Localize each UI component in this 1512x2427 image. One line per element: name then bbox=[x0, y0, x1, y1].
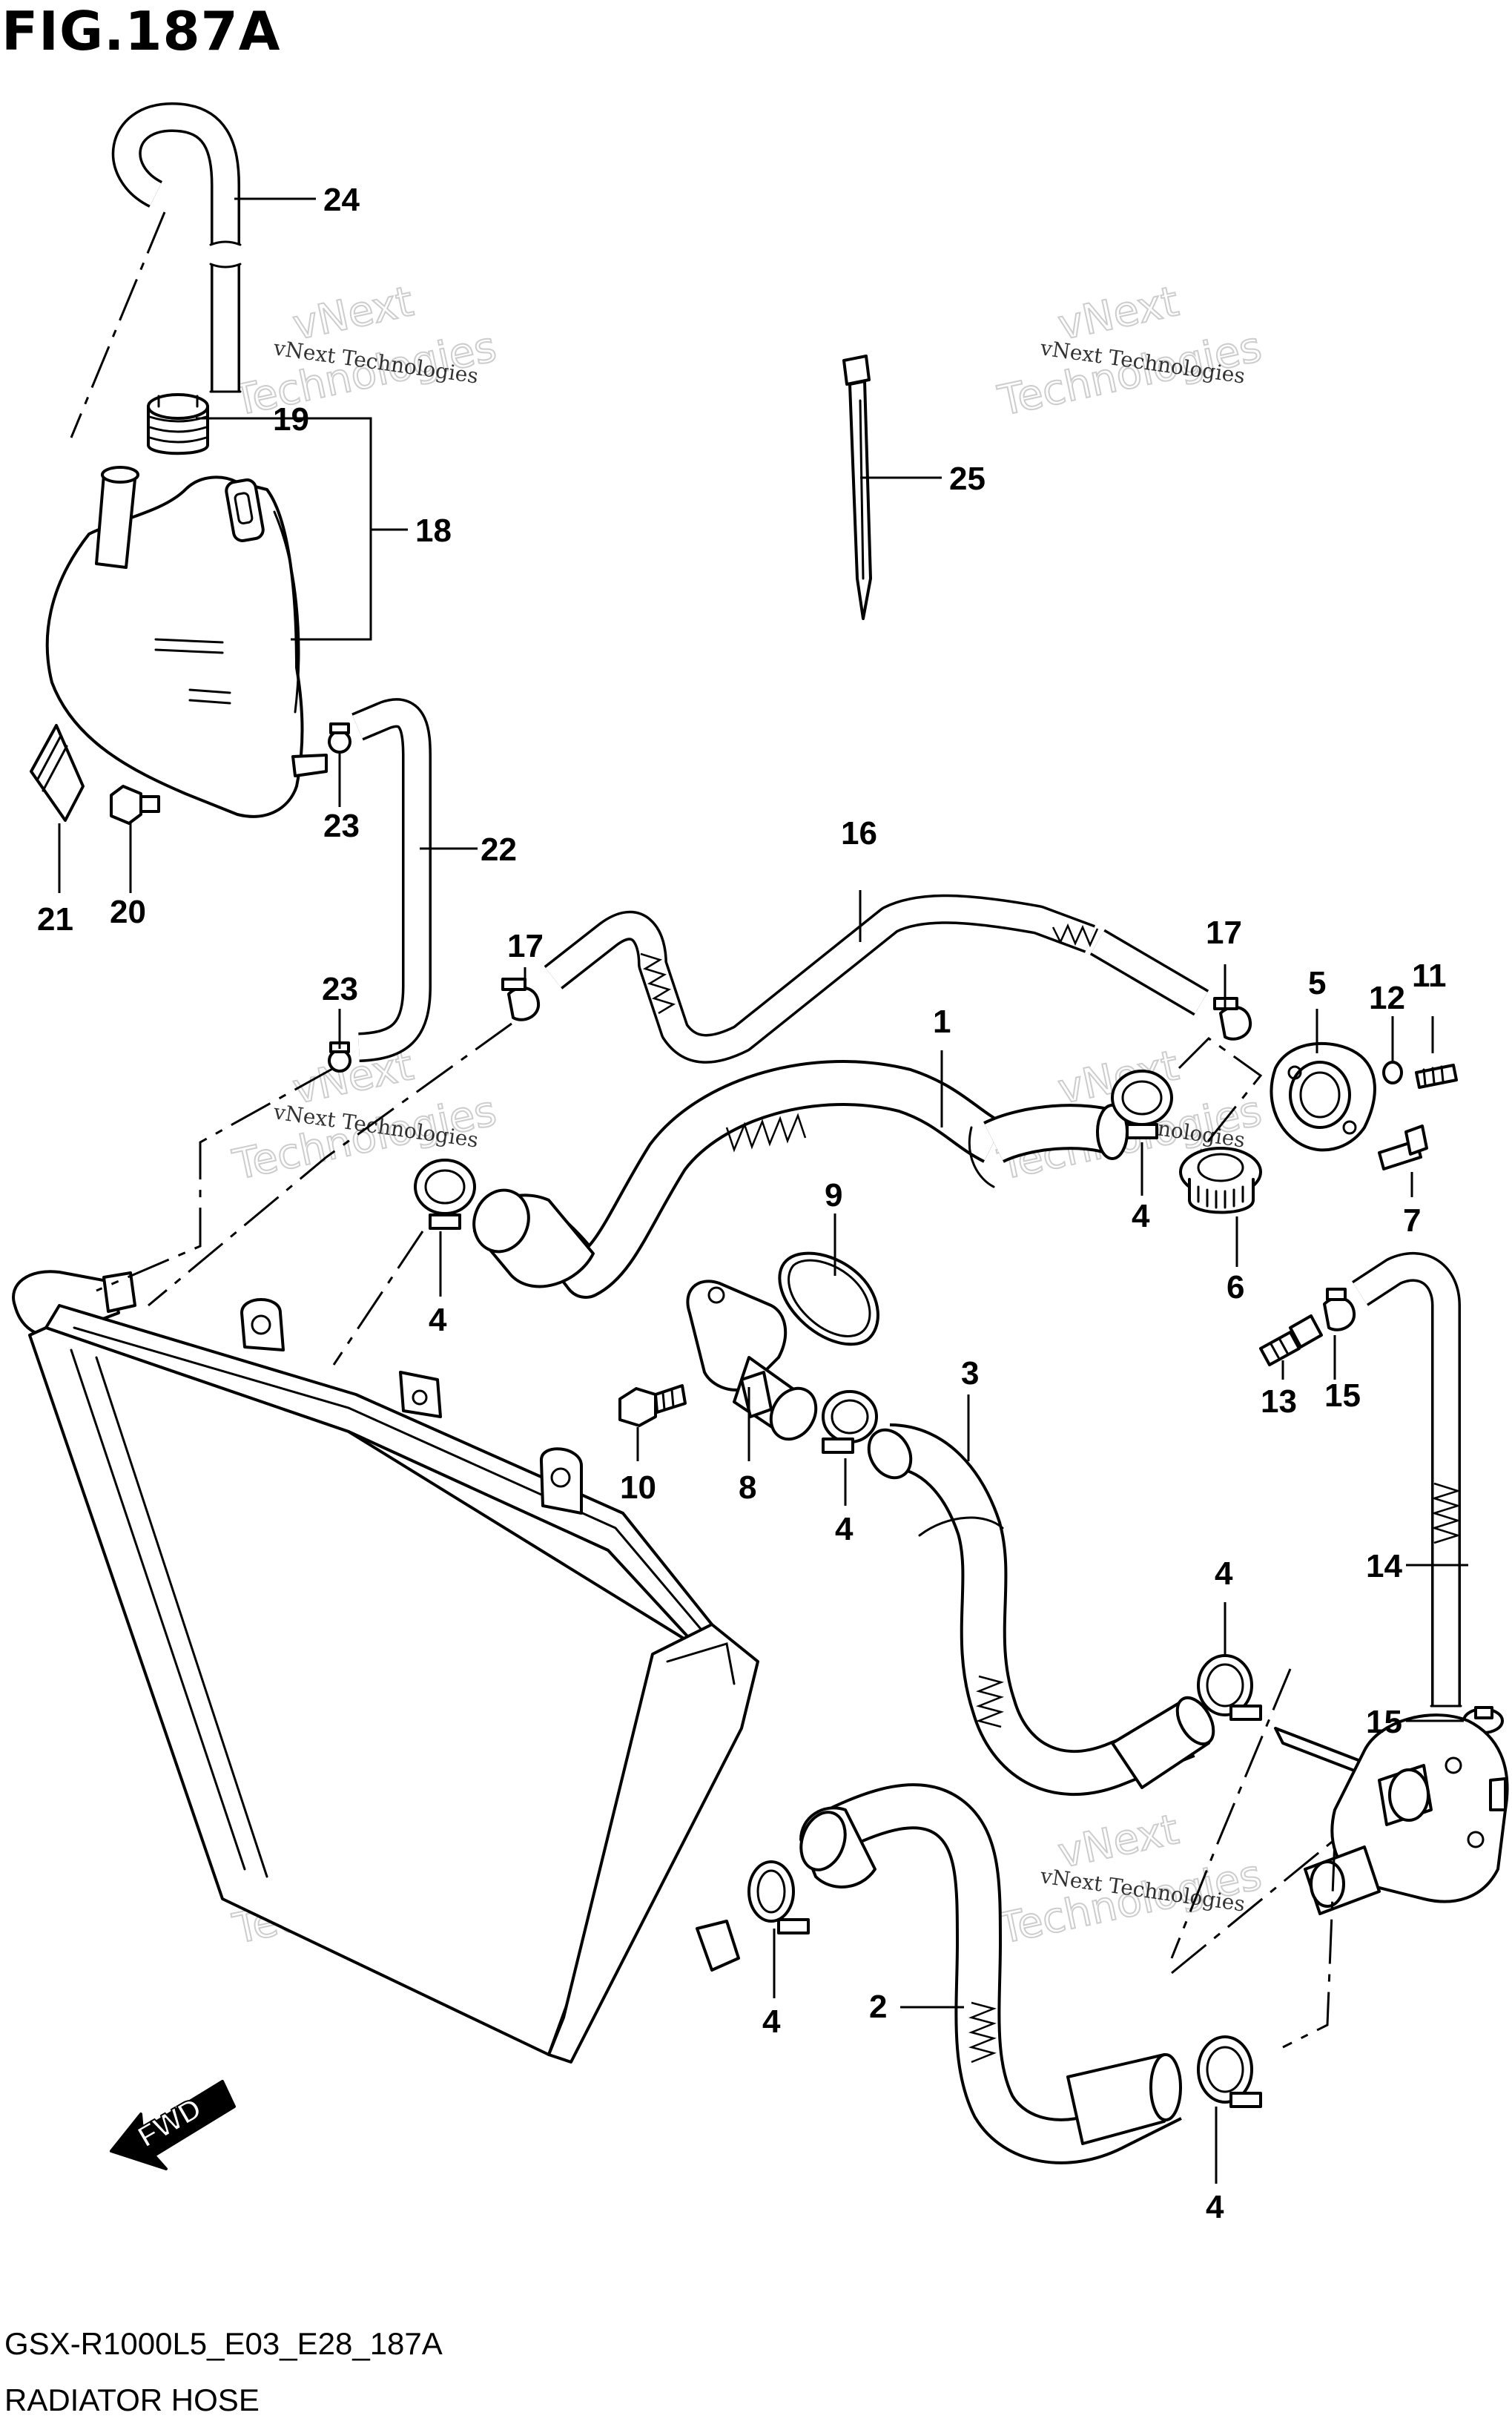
o-ring-9 bbox=[778, 1251, 879, 1346]
leader-lines bbox=[58, 197, 1468, 2184]
hose-clamp-4-b bbox=[1111, 1070, 1173, 1139]
callout-15-upper: 15 bbox=[1324, 1377, 1361, 1414]
thermostat-6 bbox=[1179, 1147, 1262, 1214]
callout-18: 18 bbox=[415, 513, 452, 549]
callout-14: 14 bbox=[1366, 1548, 1402, 1584]
hose-clamp-4-d bbox=[1197, 1654, 1262, 1721]
hose-clamp-4-e bbox=[747, 1860, 810, 1934]
bolt-7 bbox=[1378, 1124, 1428, 1170]
figure-name: RADIATOR HOSE bbox=[4, 2382, 260, 2417]
figure-code: GSX-R1000L5_E03_E28_187A bbox=[4, 2326, 443, 2361]
callout-21: 21 bbox=[37, 901, 73, 938]
hose-clamp-4-c bbox=[822, 1390, 878, 1454]
callout-12: 12 bbox=[1369, 980, 1405, 1016]
callout-4-f: 4 bbox=[1206, 2189, 1224, 2225]
assembly-lines bbox=[96, 1022, 1336, 2049]
watermark-top-left: vNext Technologies vNext Technologies bbox=[228, 277, 501, 427]
watermark-top-right: vNext Technologies vNext Technologies bbox=[993, 277, 1266, 427]
callout-15-lower: 15 bbox=[1366, 1704, 1402, 1740]
watermark-vnext: vNext bbox=[288, 277, 417, 350]
callout-24: 24 bbox=[323, 182, 360, 218]
cable-tie-25 bbox=[842, 355, 872, 620]
callout-9: 9 bbox=[825, 1177, 842, 1214]
callout-4-d: 4 bbox=[1215, 1555, 1233, 1592]
water-pump-housing bbox=[1274, 1713, 1509, 1915]
radiator bbox=[12, 1270, 759, 2064]
bolt-13 bbox=[1259, 1314, 1323, 1366]
thermostat-cover-5 bbox=[1270, 1041, 1376, 1152]
callout-17-right: 17 bbox=[1206, 915, 1242, 951]
label-plate-21 bbox=[30, 724, 85, 822]
bolt-20 bbox=[110, 785, 160, 825]
bolt-10 bbox=[618, 1384, 687, 1427]
callout-2: 2 bbox=[869, 1989, 887, 2025]
callout-5: 5 bbox=[1308, 965, 1326, 1001]
callout-1: 1 bbox=[933, 1004, 951, 1040]
callout-20: 20 bbox=[110, 894, 146, 930]
watermark-vnext: vNext bbox=[1054, 1805, 1183, 1878]
callout-8: 8 bbox=[739, 1469, 756, 1506]
callout-6: 6 bbox=[1227, 1269, 1244, 1305]
figure-title: FIG.187A bbox=[1, 0, 281, 62]
lower-hose-2 bbox=[799, 1783, 1182, 2164]
callout-19: 19 bbox=[273, 401, 309, 438]
callout-3: 3 bbox=[961, 1355, 979, 1392]
clamp-23-lower bbox=[328, 1041, 351, 1073]
bypass-hose-16 bbox=[544, 894, 1209, 1064]
washer-12 bbox=[1382, 1061, 1403, 1084]
callout-17-left: 17 bbox=[507, 928, 544, 964]
callout-23-lower: 23 bbox=[322, 971, 358, 1007]
hose-clamp-4-f bbox=[1197, 2035, 1262, 2108]
breather-hose-22 bbox=[351, 698, 432, 1062]
upper-hose-1 bbox=[472, 1060, 1129, 1299]
water-outlet-8 bbox=[686, 1280, 818, 1441]
callout-25: 25 bbox=[949, 461, 986, 497]
reservoir-tank-18 bbox=[45, 466, 328, 818]
callout-4-c: 4 bbox=[835, 1511, 854, 1547]
hose-clamp-4-a bbox=[414, 1159, 476, 1230]
callout-22: 22 bbox=[481, 831, 517, 868]
reservoir-cap-19 bbox=[147, 393, 209, 455]
clamp-15-upper bbox=[1323, 1288, 1356, 1331]
callout-11: 11 bbox=[1412, 958, 1447, 994]
clamp-17-right bbox=[1213, 997, 1252, 1041]
forward-arrow: FWD bbox=[110, 2080, 236, 2170]
watermark-vnext: vNext bbox=[1054, 277, 1183, 350]
clamp-17-left bbox=[501, 978, 541, 1021]
callout-7: 7 bbox=[1403, 1202, 1421, 1239]
callout-16: 16 bbox=[841, 815, 877, 852]
callout-4-a: 4 bbox=[429, 1302, 447, 1338]
overflow-tube-24 bbox=[70, 102, 242, 438]
clamp-23-upper bbox=[328, 722, 351, 754]
callout-labels: 24 19 18 25 23 21 20 22 16 17 17 23 1 5 … bbox=[37, 182, 1447, 2225]
bolt-11 bbox=[1415, 1064, 1458, 1089]
callout-23-upper: 23 bbox=[323, 808, 360, 844]
hose-3 bbox=[867, 1423, 1215, 1796]
hose-14 bbox=[1352, 1251, 1462, 1708]
callout-4-b: 4 bbox=[1132, 1198, 1150, 1234]
callout-4-e: 4 bbox=[762, 2003, 781, 2040]
callout-13: 13 bbox=[1261, 1383, 1297, 1420]
callout-10: 10 bbox=[620, 1469, 656, 1506]
